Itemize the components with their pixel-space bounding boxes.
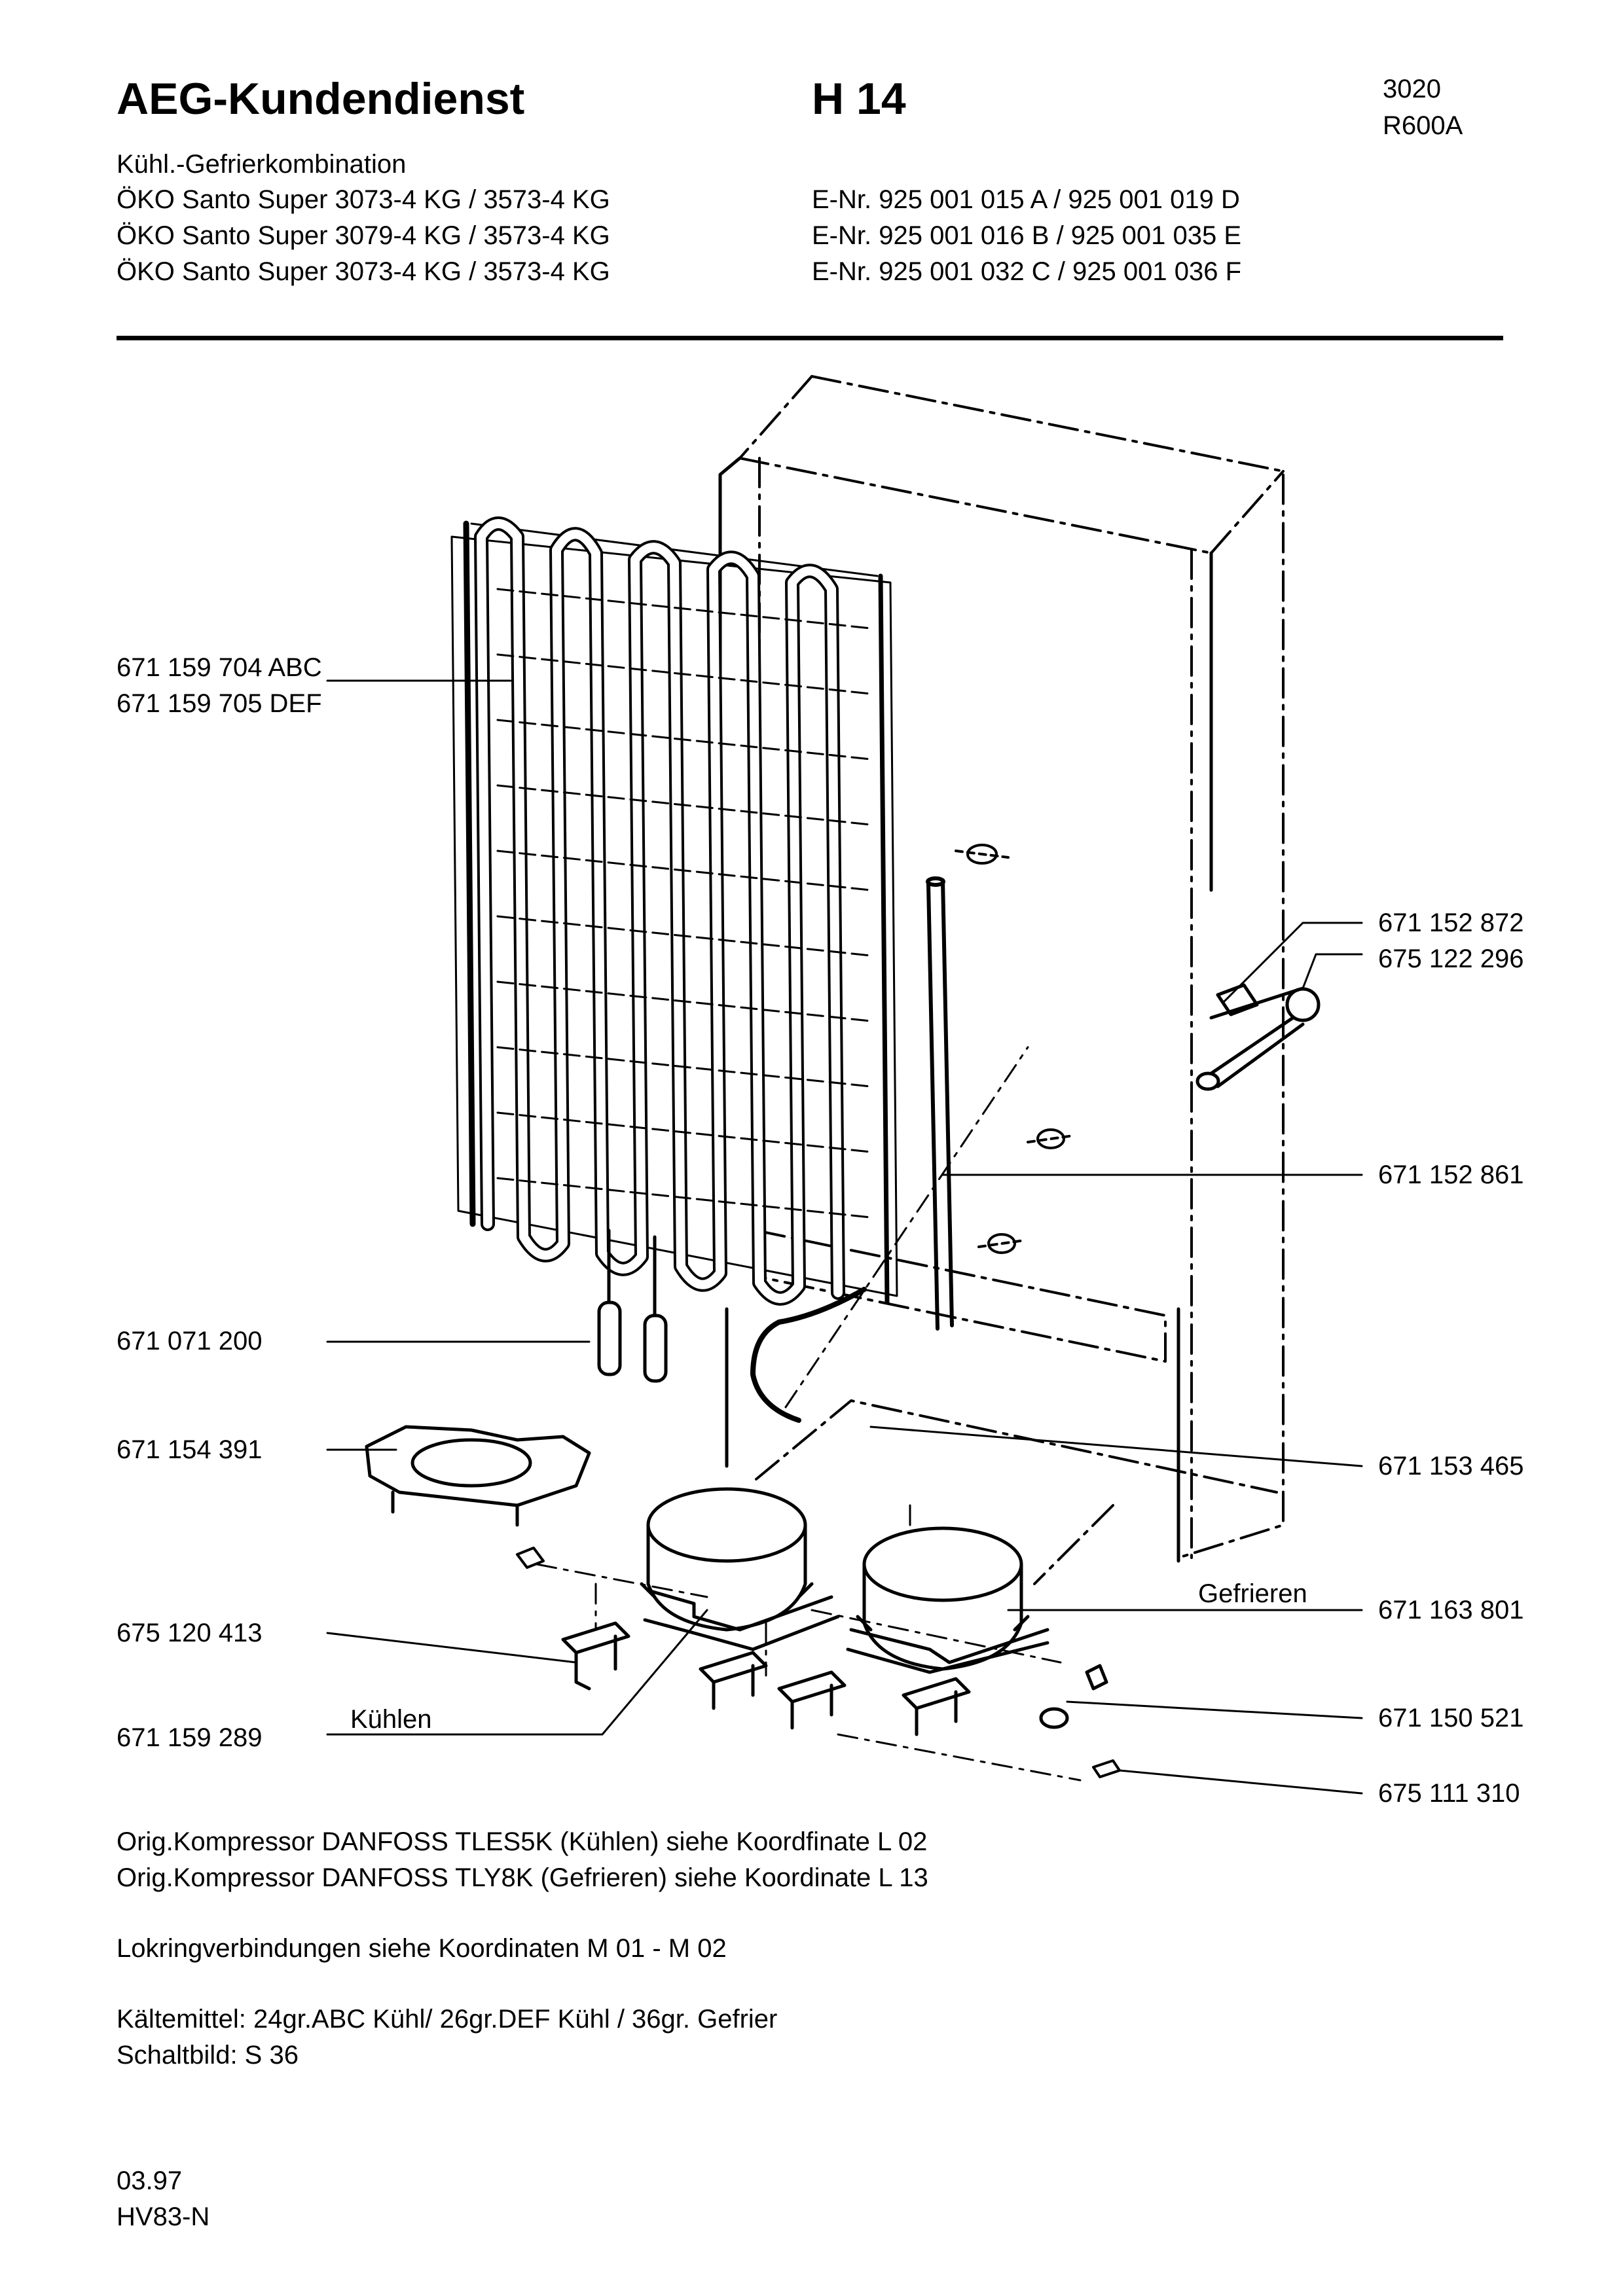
label-filter-dryer: 671 071 200: [117, 1327, 262, 1355]
compressor-freeze: [846, 1526, 1049, 1674]
cabinet-outline: [739, 375, 1285, 1585]
suction-pipe: [750, 1287, 867, 1423]
label-part-3: 671 152 861: [1378, 1160, 1523, 1189]
footer-ref: HV83-N: [117, 2202, 210, 2231]
alignment-lines: [536, 1504, 1082, 1782]
rubber-feet: [516, 1547, 1121, 1778]
appliance-type: Kühl.-Gefrierkombination: [117, 150, 407, 179]
label-drip-tray: 671 154 391: [117, 1435, 262, 1464]
note-compressor-2: Orig.Kompressor DANFOSS TLY8K (Gefrieren…: [117, 1863, 928, 1892]
label-part-4: 671 153 465: [1378, 1452, 1523, 1480]
note-lokring: Lokringverbindungen siehe Koordinaten M …: [117, 1934, 727, 1963]
label-kuehlen: Kühlen: [350, 1705, 432, 1734]
footer-date: 03.97: [117, 2166, 183, 2195]
note-refrigerant: Kältemittel: 24gr.ABC Kühl/ 26gr.DEF Küh…: [117, 2005, 778, 2034]
starter-parts: [784, 983, 1321, 1408]
drip-tray: [365, 1425, 591, 1527]
filter-dryers: [597, 1229, 668, 1383]
compressor-cool: [640, 1487, 840, 1651]
model-line-3: ÖKO Santo Super 3073-4 KG / 3573-4 KG: [117, 257, 610, 286]
leader-lines: [326, 679, 1363, 1795]
label-condenser-1: 671 159 704 ABC: [117, 653, 322, 682]
enr-line-3: E-Nr. 925 001 032 C / 925 001 036 F: [812, 257, 1241, 286]
enr-line-1: E-Nr. 925 001 015 A / 925 001 019 D: [812, 185, 1240, 214]
label-part-7: 675 111 310: [1378, 1779, 1520, 1808]
label-compressor-cool: 671 159 289: [117, 1723, 262, 1752]
model-line-2: ÖKO Santo Super 3079-4 KG / 3573-4 KG: [117, 221, 610, 250]
label-part-2: 675 122 296: [1378, 944, 1523, 973]
header-code-2: R600A: [1383, 111, 1463, 140]
grommets: [955, 844, 1075, 1254]
label-condenser-2: 671 159 705 DEF: [117, 689, 322, 718]
brand-title: AEG-Kundendienst: [117, 74, 525, 124]
enr-line-2: E-Nr. 925 001 016 B / 925 001 035 E: [812, 221, 1242, 250]
header-rule: [117, 336, 1503, 340]
model-line-1: ÖKO Santo Super 3073-4 KG / 3573-4 KG: [117, 185, 610, 214]
sheet-number: H 14: [812, 74, 906, 124]
note-wiring: Schaltbild: S 36: [117, 2041, 299, 2070]
mounting-brackets: [561, 1621, 1108, 1736]
label-part-5: 671 163 801: [1378, 1596, 1523, 1624]
label-foot-bracket: 675 120 413: [117, 1619, 262, 1647]
header-code-1: 3020: [1383, 75, 1441, 103]
vertical-tube-part: [926, 876, 954, 1331]
label-part-1: 671 152 872: [1378, 908, 1523, 937]
label-gefrieren: Gefrieren: [1198, 1579, 1307, 1608]
label-part-6: 671 150 521: [1378, 1704, 1523, 1732]
condenser-panel: [450, 516, 898, 1306]
note-compressor-1: Orig.Kompressor DANFOSS TLES5K (Kühlen) …: [117, 1827, 928, 1856]
